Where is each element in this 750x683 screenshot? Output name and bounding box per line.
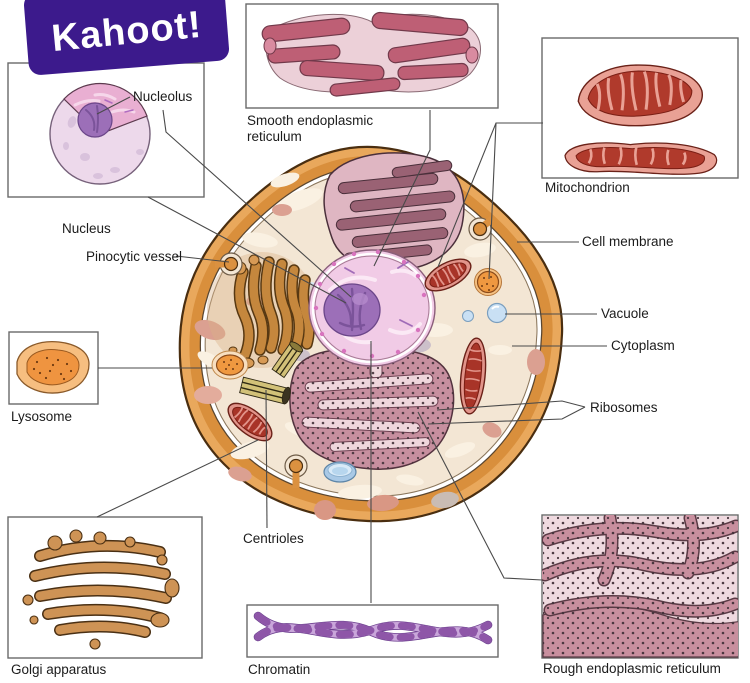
pinocytic-vesicle-bottom <box>284 454 308 488</box>
smooth-er-label: Smooth endoplasmic reticulum <box>247 113 374 144</box>
nucleus-inset-art <box>49 82 151 185</box>
lysosome-inset-art <box>16 340 90 394</box>
mitochondrion-organelle-c <box>459 337 487 415</box>
line-ribosomes <box>427 400 586 425</box>
ribosomes-label: Ribosomes <box>590 400 658 415</box>
rough-er-organelle <box>289 347 455 470</box>
line-pinocytic <box>175 255 230 263</box>
lysosome-organelle-left <box>211 350 249 380</box>
line-mitochondrion <box>437 122 543 280</box>
line-centrioles <box>265 389 268 529</box>
nucleolus-label: Nucleolus <box>133 89 193 104</box>
cell-illustration <box>178 145 564 523</box>
line-nucleolus-inset <box>96 96 131 115</box>
mitochondrion-label: Mitochondrion <box>545 180 630 195</box>
pinocytic-vesicle-left <box>215 252 243 276</box>
vesicle-cup <box>323 461 357 483</box>
mitochondrion-inset-art <box>564 64 718 175</box>
line-golgi <box>96 439 259 518</box>
pinocytic-vesicle-top-right <box>468 216 495 241</box>
line-smooth-er <box>373 110 431 267</box>
nucleus-organelle <box>308 249 436 367</box>
lysosome-label: Lysosome <box>11 409 73 424</box>
vacuole-label: Vacuole <box>601 306 649 321</box>
centrioles-label: Centrioles <box>243 531 304 546</box>
vacuole-organelle <box>323 302 508 483</box>
line-inset-to-nucleolus <box>162 109 352 298</box>
line-inset-to-nucleus <box>147 196 347 304</box>
connector-lines <box>96 96 607 603</box>
golgi-apparatus-label: Golgi apparatus <box>11 662 107 677</box>
chromatin-label: Chromatin <box>248 662 311 677</box>
mitochondrion-organelle-a <box>424 258 472 292</box>
smooth-er-organelle <box>323 152 465 271</box>
centrioles-organelle <box>239 341 304 405</box>
nucleus-label: Nucleus <box>62 221 111 236</box>
chromatin-inset-art <box>253 611 493 645</box>
cytoplasm-label: Cytoplasm <box>611 338 675 353</box>
kahoot-logo-text: Kahoot! <box>49 3 204 60</box>
golgi-organelle <box>207 252 317 369</box>
rough-er-inset-art <box>542 515 738 658</box>
cell-membrane-label: Cell membrane <box>582 234 674 249</box>
golgi-inset-art <box>22 529 180 650</box>
line-rough-er <box>417 411 543 581</box>
smooth-er-inset-art <box>261 11 481 97</box>
rough-er-label: Rough endoplasmic reticulum <box>543 661 721 676</box>
pinocytic-vessel-label: Pinocytic vessel <box>86 249 183 264</box>
lysosome-organelle-right <box>474 268 502 296</box>
